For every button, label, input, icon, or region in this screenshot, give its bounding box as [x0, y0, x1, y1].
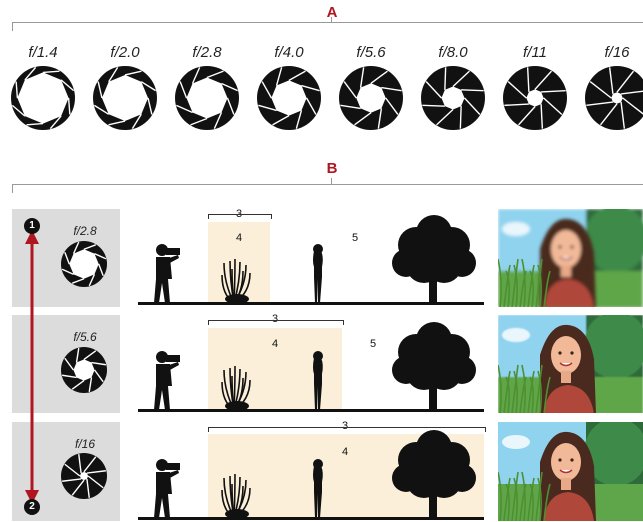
fstop-label: f/8.0 — [438, 44, 468, 61]
aperture-icon — [61, 241, 107, 287]
aperture-icon — [503, 66, 567, 130]
photographer-silhouette — [154, 459, 180, 518]
grass-silhouette — [221, 258, 251, 304]
fstop-label: f/16 — [604, 44, 630, 61]
row-2-bracket-label: 3 — [271, 313, 279, 325]
tree-silhouette — [392, 430, 476, 518]
aperture-icon — [585, 66, 643, 130]
row-1-fstop: f/2.8 — [73, 224, 97, 238]
row-1-outside-label: 5 — [351, 232, 359, 244]
tree-silhouette — [392, 322, 476, 410]
photographer-silhouette — [154, 244, 180, 303]
aperture-icon — [339, 66, 403, 130]
fstop-label: f/1.4 — [28, 44, 58, 61]
row-2-zone-label: 4 — [271, 338, 279, 350]
portrait-illustration — [498, 315, 643, 413]
subject-silhouette — [313, 459, 323, 518]
row-3-ground — [138, 517, 484, 520]
row-2-fstop: f/5.6 — [73, 330, 97, 344]
aperture-icon — [61, 453, 107, 499]
subject-silhouette — [313, 244, 323, 303]
portrait-photo — [498, 209, 643, 307]
aperture-icon — [61, 347, 107, 393]
grass-silhouette — [221, 473, 251, 519]
portrait-photo — [498, 315, 643, 413]
row-3-bracket-label: 3 — [341, 420, 349, 432]
fstop-label: f/2.0 — [110, 44, 140, 61]
section-a-bracket — [12, 22, 643, 31]
section-a-bracket-tick — [331, 17, 332, 23]
aperture-icon — [11, 66, 75, 130]
section-a-label: A — [326, 4, 338, 21]
section-b-bracket-tick — [331, 178, 332, 184]
grass-silhouette — [221, 365, 251, 411]
row-3-bracket — [208, 427, 486, 432]
aperture-icon — [257, 66, 321, 130]
subject-silhouette — [313, 351, 323, 410]
row-1-focus-zone — [208, 222, 270, 303]
row-1-bracket — [208, 214, 272, 219]
aperture-icon — [175, 66, 239, 130]
arrow-start-badge: 1 — [24, 218, 40, 234]
row-1-ground — [138, 302, 484, 305]
fstop-label: f/11 — [523, 44, 547, 61]
fstop-label: f/2.8 — [192, 44, 222, 61]
row-2-ground — [138, 409, 484, 412]
depth-arrow — [25, 230, 39, 504]
portrait-photo — [498, 422, 643, 521]
section-b-label: B — [326, 160, 338, 177]
fstop-label: f/4.0 — [274, 44, 304, 61]
aperture-icon — [421, 66, 485, 130]
row-2-outside-label: 5 — [369, 338, 377, 350]
arrow-end-badge: 2 — [24, 499, 40, 515]
fstop-label: f/5.6 — [356, 44, 386, 61]
row-3-fstop: f/16 — [74, 437, 95, 451]
portrait-illustration — [498, 209, 643, 307]
row-1-zone-label: 4 — [235, 232, 243, 244]
photographer-silhouette — [154, 351, 180, 410]
section-b-bracket — [12, 184, 643, 193]
aperture-icon — [93, 66, 157, 130]
row-2-bracket — [208, 320, 344, 325]
tree-silhouette — [392, 215, 476, 303]
row-3-zone-label: 4 — [341, 446, 349, 458]
portrait-illustration — [498, 422, 643, 521]
